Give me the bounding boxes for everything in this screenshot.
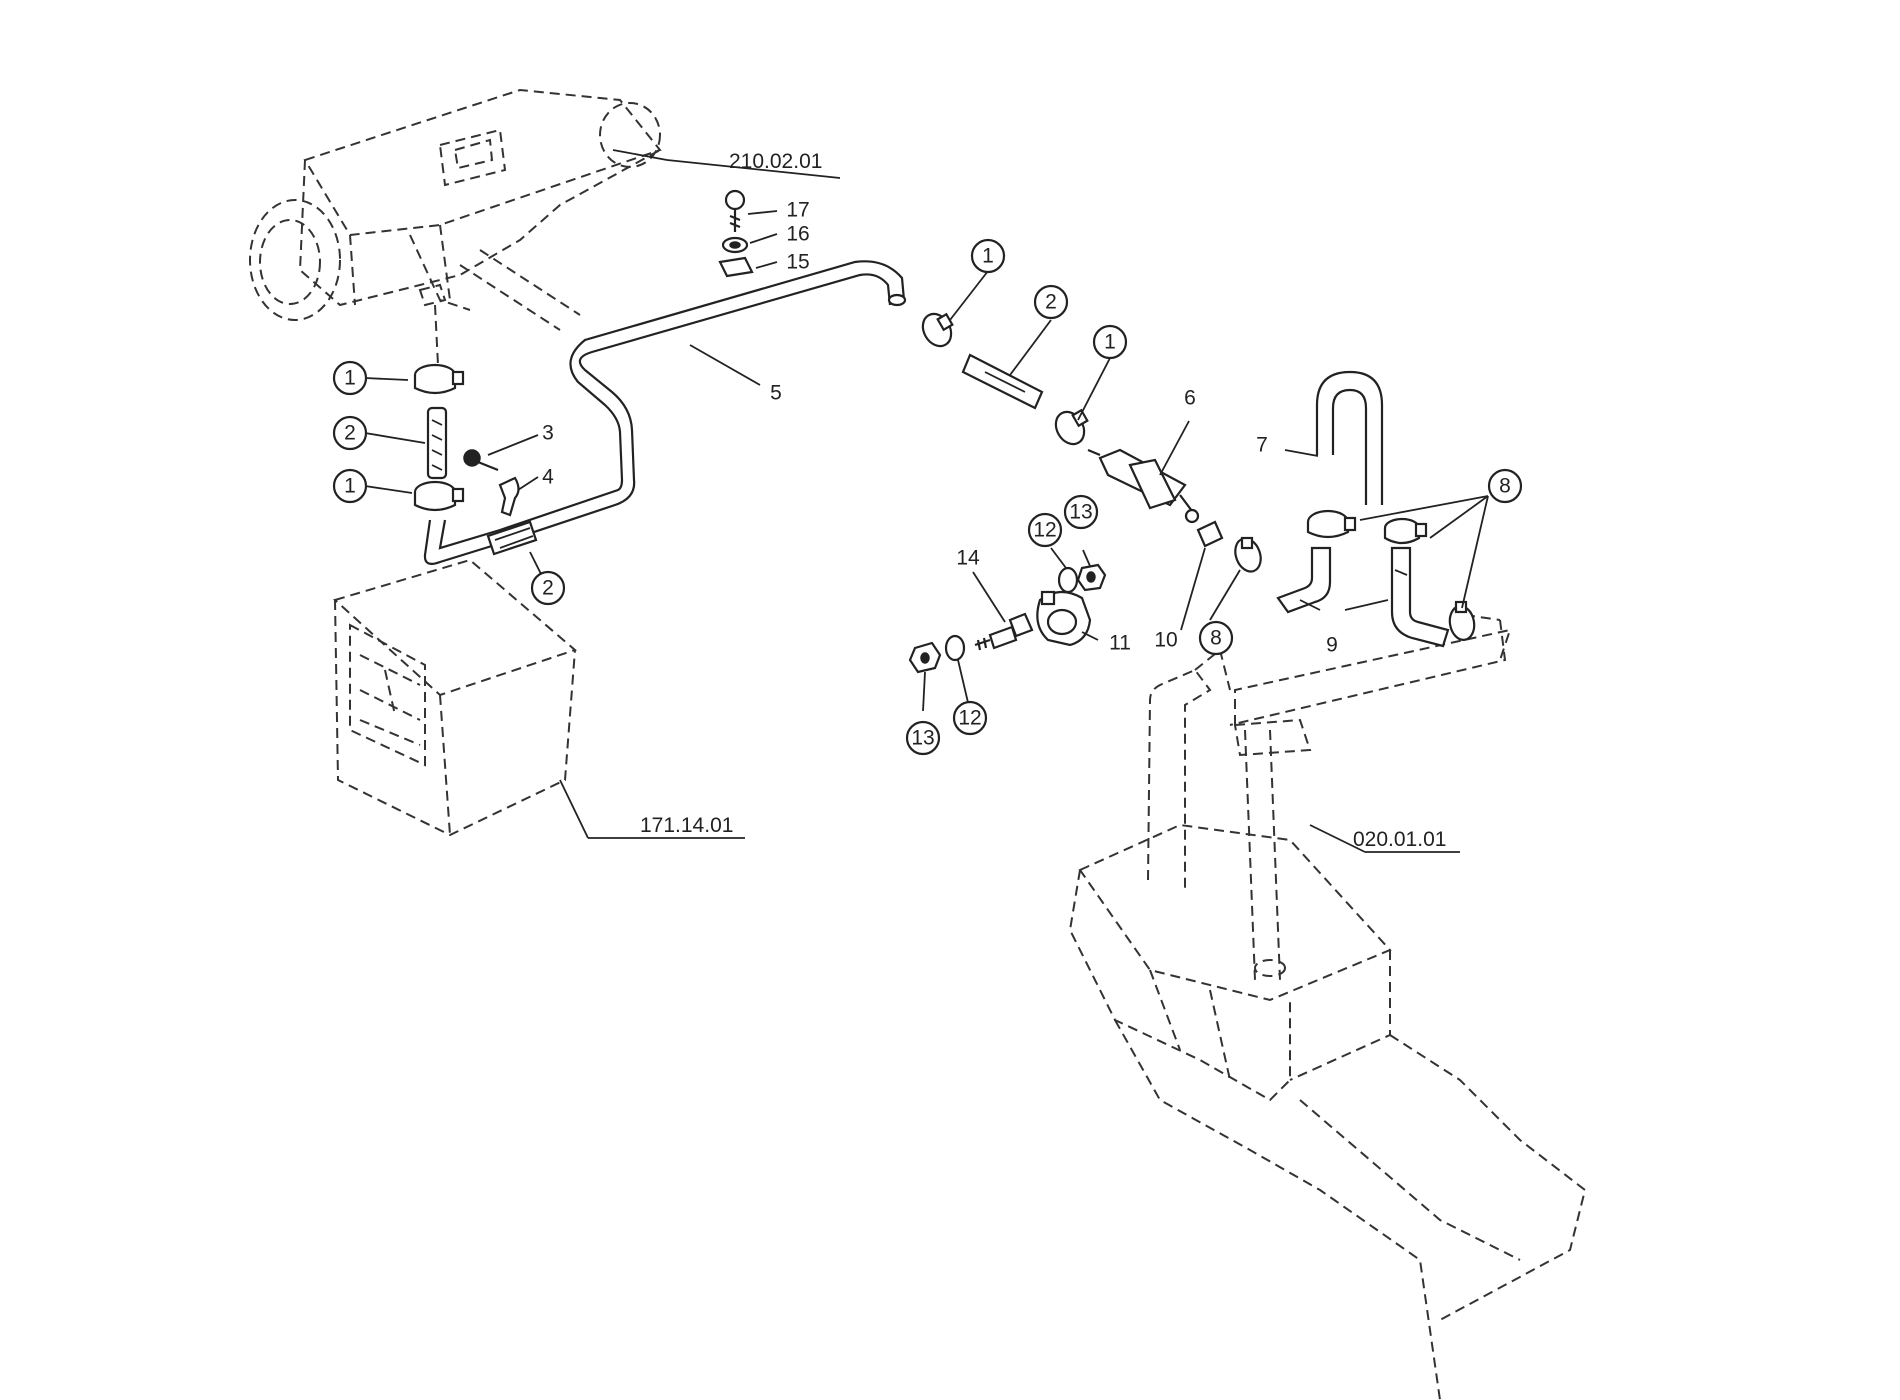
callout-5: 5 (770, 382, 782, 405)
hose-elbow-part-9-right (1390, 546, 1450, 648)
hose-clamp-part-8-upper-right (1383, 517, 1428, 545)
callout-1-right-upper: 1 (970, 238, 1006, 274)
u-hose-part-7 (1315, 370, 1384, 505)
washer-part-12-upper (1057, 566, 1079, 594)
callout-2-lower-left: 2 (530, 570, 566, 606)
clip-part-15 (718, 256, 754, 278)
callout-2-upper-left: 2 (332, 415, 368, 451)
callout-label: 4 (542, 466, 554, 489)
screw-part-17 (724, 189, 746, 232)
hose-clamp-part-1-lower (413, 480, 465, 512)
callout-9: 9 (1326, 634, 1338, 657)
hose-clamp-part-8-upper-left (1306, 509, 1357, 539)
callout-11: 11 (1109, 632, 1131, 655)
callout-13-upper: 13 (1063, 494, 1099, 530)
hose-part-2-upper (426, 406, 448, 480)
callout-label: 2 (542, 577, 554, 600)
callout-label: 12 (958, 707, 981, 730)
callout-8-lower: 8 (1198, 620, 1234, 656)
callout-label: 3 (542, 422, 554, 445)
fuel-tank (1068, 628, 1587, 1400)
callout-label: 14 (956, 547, 980, 570)
callout-15: 15 (786, 251, 809, 274)
washer-part-16 (721, 236, 749, 254)
callout-6: 6 (1184, 387, 1196, 410)
screw-part-3 (463, 449, 499, 472)
callout-label: 8 (1499, 475, 1511, 498)
callout-1-upper-left: 1 (332, 360, 368, 396)
callout-label: 12 (1033, 519, 1056, 542)
callout-label: 1 (982, 245, 994, 268)
callout-label: 7 (1256, 434, 1268, 457)
callout-label: 1 (344, 367, 356, 390)
callout-2-right: 2 (1033, 284, 1069, 320)
reference-battery: 171.14.01 (640, 814, 733, 837)
hose-clamp-part-1-upper (413, 363, 465, 395)
callout-13-lower: 13 (905, 720, 941, 756)
callout-label: 1 (344, 475, 356, 498)
callout-14: 14 (956, 547, 980, 570)
stud-part-14 (974, 612, 1034, 651)
callout-1-right-lower: 1 (1092, 324, 1128, 360)
callout-label: 9 (1326, 634, 1338, 657)
callout-label: 8 (1210, 627, 1222, 650)
hose-clamp-part-1-right-upper (921, 312, 954, 348)
connector-part-10 (1196, 520, 1224, 548)
callout-12-lower: 12 (952, 700, 988, 736)
hose-sleeve-part-2-lower (486, 520, 538, 556)
callout-16: 16 (786, 223, 809, 246)
hose-part-2-right (961, 353, 1044, 410)
callout-1-lower-left: 1 (332, 468, 368, 504)
callout-label: 1 (1104, 331, 1116, 354)
battery-box (333, 558, 577, 837)
callout-label: 2 (344, 422, 356, 445)
callout-label: 6 (1184, 387, 1196, 410)
hose-clamp-part-8-lower-right (1448, 600, 1476, 641)
reference-heater: 210.02.01 (729, 150, 822, 173)
callout-label: 13 (1069, 501, 1092, 524)
callout-7: 7 (1256, 434, 1268, 457)
fuel-line-main (423, 260, 907, 565)
hose-clamp-part-8-left (1234, 536, 1262, 573)
callout-label: 10 (1154, 629, 1177, 652)
callout-3: 3 (542, 422, 554, 445)
nut-part-13-lower (908, 641, 942, 674)
fuel-pump-part-6 (1087, 448, 1200, 524)
callout-10: 10 (1154, 629, 1177, 652)
callout-label: 13 (911, 727, 934, 750)
reference-tank: 020.01.01 (1353, 828, 1446, 851)
hose-elbow-part-9-left (1276, 546, 1332, 614)
washer-part-12-lower (944, 634, 966, 662)
hose-clamp-part-1-right-lower (1054, 408, 1089, 446)
callout-label: 15 (786, 251, 809, 274)
callout-8-right: 8 (1487, 468, 1523, 504)
nut-part-13-upper (1076, 563, 1107, 592)
heater-unit (249, 88, 662, 366)
callout-4: 4 (542, 466, 554, 489)
callout-label: 17 (786, 199, 809, 222)
callout-label: 5 (770, 382, 782, 405)
callout-12-upper: 12 (1027, 512, 1063, 548)
leader-lines (364, 149, 1489, 853)
callout-17: 17 (786, 199, 809, 222)
mounting-bracket-part-11 (1036, 590, 1092, 647)
tank-connection-dash (1229, 619, 1507, 726)
callout-label: 16 (786, 223, 809, 246)
bracket-part-4 (498, 476, 520, 517)
callout-label: 2 (1045, 291, 1057, 314)
callout-label: 11 (1109, 632, 1131, 655)
